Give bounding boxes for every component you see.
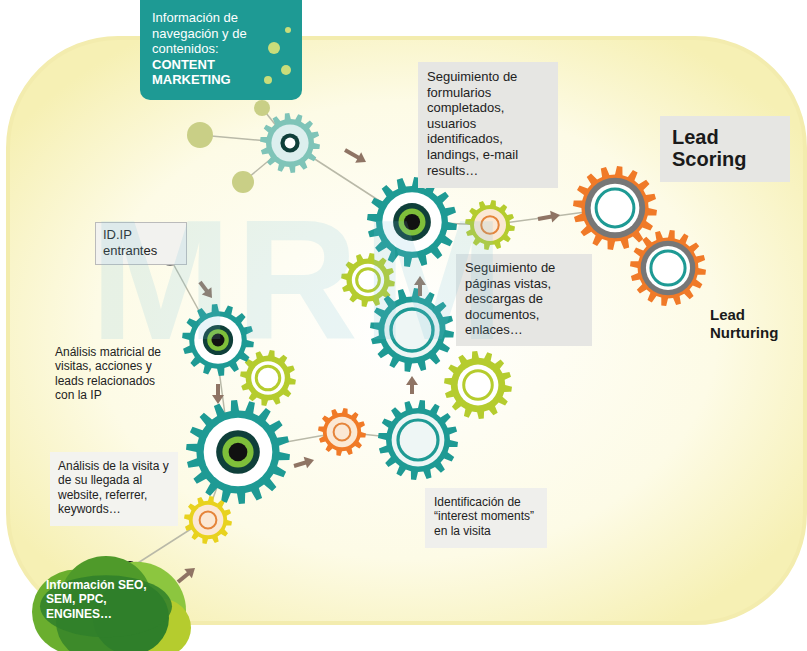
gear-face xyxy=(382,192,441,251)
gear-face xyxy=(352,264,384,296)
gear-face xyxy=(392,414,445,467)
gear-hub xyxy=(404,214,420,230)
bubble xyxy=(254,100,270,116)
arrow-head xyxy=(406,376,418,385)
gear-face xyxy=(251,361,285,395)
gear xyxy=(370,288,454,372)
node-text: Información de navegación y de contenido… xyxy=(152,10,264,57)
gear-ring xyxy=(357,269,380,292)
callout-box: Identificación de “interest moments” en … xyxy=(425,488,547,548)
gear-ring xyxy=(481,216,499,234)
gear-face xyxy=(327,417,358,448)
gear-hub xyxy=(280,133,299,152)
arrow-head xyxy=(550,209,561,222)
gear xyxy=(367,177,457,267)
node-text: ID.IP entrantes xyxy=(103,227,179,258)
gear-face xyxy=(271,124,308,161)
gear xyxy=(630,230,706,306)
gear-ring xyxy=(334,424,351,441)
gear-face xyxy=(204,418,273,487)
gear xyxy=(260,113,320,173)
arrow-head xyxy=(304,454,316,468)
content-box: Información de navegación y de contenido… xyxy=(140,0,302,100)
gear-face xyxy=(646,246,690,290)
callout-box: ID.IP entrantes xyxy=(95,222,187,265)
arrow-head xyxy=(212,395,224,404)
gear-face xyxy=(193,505,224,536)
gear-hub xyxy=(203,325,233,355)
seo-blob: Información SEO, SEM, PPC, ENGINES… xyxy=(36,552,188,648)
gear-ring xyxy=(464,371,493,400)
callout-box: Análisis de la visita y de su llegada al… xyxy=(50,452,178,526)
gear xyxy=(186,400,290,504)
gear-ring xyxy=(256,366,280,390)
callout-box: Seguimiento de formularios completados, … xyxy=(418,62,558,188)
arrow-head xyxy=(355,152,369,167)
gear-ring xyxy=(398,420,438,460)
bubble xyxy=(285,27,291,33)
gear xyxy=(184,496,232,544)
gear xyxy=(573,166,657,250)
gear-face xyxy=(474,209,506,241)
gear-ring xyxy=(391,309,433,351)
gear-ring xyxy=(200,512,217,529)
arrow-head xyxy=(414,276,426,285)
gear-hub xyxy=(212,334,225,347)
flow-arrow xyxy=(292,454,315,471)
bubble xyxy=(264,76,272,84)
bubble xyxy=(232,171,254,193)
flow-arrow xyxy=(342,145,369,167)
flow-arrow xyxy=(195,278,217,301)
gear-face xyxy=(641,241,696,296)
gear-face xyxy=(458,365,499,406)
bubble xyxy=(268,42,280,54)
label-text: Lead Nurturing xyxy=(710,306,805,342)
gear-face xyxy=(585,178,645,238)
label-text: Análisis matricial de visitas, acciones … xyxy=(55,345,173,403)
arrows xyxy=(123,145,561,587)
node-text: Identificación de “interest moments” en … xyxy=(434,495,538,538)
flow-arrow xyxy=(414,276,426,296)
gear-face xyxy=(194,316,242,364)
node-text: Seguimiento de páginas vistas, descargas… xyxy=(465,260,583,338)
callout-box: Seguimiento de páginas vistas, descargas… xyxy=(456,254,592,346)
flow-arrow xyxy=(212,384,224,404)
gear-ring xyxy=(596,189,634,227)
gear-face xyxy=(591,184,640,233)
node-text: Análisis de la visita y de su llegada al… xyxy=(58,459,170,517)
flow-arrow xyxy=(406,376,418,394)
gear-face xyxy=(384,302,439,357)
bubble xyxy=(187,122,213,148)
flow-arrow xyxy=(174,563,199,586)
gear-hub xyxy=(229,443,248,462)
arrow-head xyxy=(184,563,199,578)
gear xyxy=(182,304,254,376)
gear-hub xyxy=(207,329,229,351)
bubble xyxy=(281,65,291,75)
gear xyxy=(378,400,458,480)
flow-arrow xyxy=(537,209,561,225)
gear-hub xyxy=(285,138,296,149)
callout-box: Lead Scoring xyxy=(660,116,790,182)
gear xyxy=(465,200,515,250)
node-text: CONTENT MARKETING xyxy=(152,57,264,88)
gear-hub xyxy=(222,436,253,467)
node-text: Seguimiento de formularios completados, … xyxy=(427,69,549,178)
arrow-head xyxy=(202,287,217,301)
node-text: Información SEO, SEM, PPC, ENGINES… xyxy=(46,578,174,621)
node-text: Lead Scoring xyxy=(672,126,778,170)
gear xyxy=(318,408,366,456)
background-panel xyxy=(8,38,805,623)
gear-hub xyxy=(216,430,260,474)
gear-hub xyxy=(393,203,431,241)
gear-ring xyxy=(651,251,685,285)
gear-hub xyxy=(399,209,426,236)
gear xyxy=(444,351,512,419)
